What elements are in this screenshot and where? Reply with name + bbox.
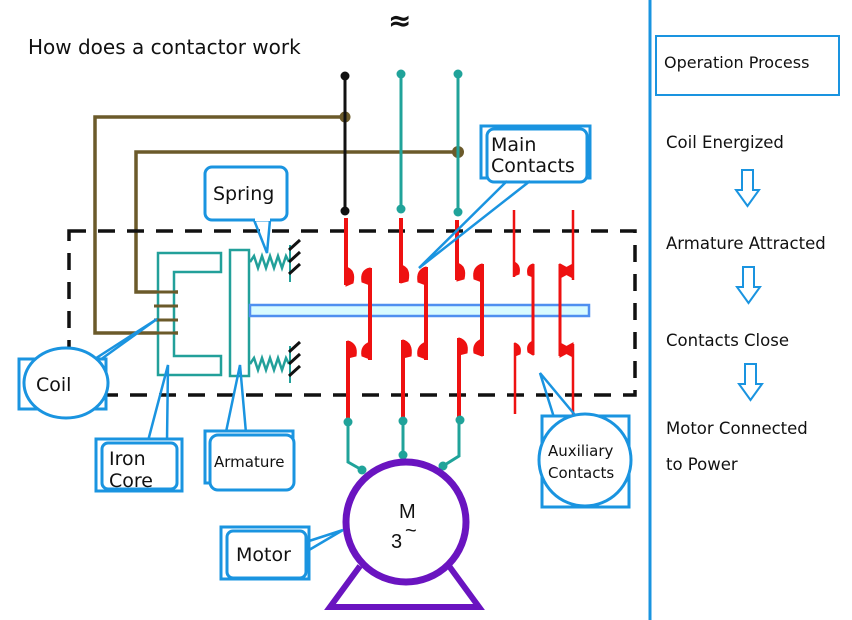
callout-auxiliary bbox=[537, 372, 633, 509]
motor: M 3 ~ bbox=[324, 458, 485, 610]
motor-phase-number: 3 bbox=[391, 531, 402, 553]
callout-coil bbox=[17, 317, 158, 420]
process-title: Operation Process bbox=[664, 53, 809, 72]
auxiliary-contacts bbox=[512, 210, 575, 416]
label-spring: Spring bbox=[213, 183, 274, 205]
motor-phase-symbol: ~ bbox=[405, 520, 417, 542]
callout-iron-core bbox=[94, 364, 184, 493]
armature bbox=[228, 248, 251, 378]
process-title-box bbox=[655, 35, 840, 96]
label-iron-core-line1: Iron bbox=[109, 448, 146, 470]
label-auxiliary-line2: Contacts bbox=[548, 464, 614, 482]
process-step-1: Coil Energized bbox=[666, 133, 784, 152]
callout-armature bbox=[203, 364, 296, 492]
label-coil: Coil bbox=[36, 374, 71, 396]
push-rod bbox=[248, 303, 591, 318]
down-arrow-icon bbox=[735, 266, 762, 305]
down-arrow-icon bbox=[737, 363, 764, 402]
process-step-4-line2: to Power bbox=[666, 455, 738, 474]
main-contacts bbox=[344, 218, 484, 420]
contactor-enclosure bbox=[67, 229, 637, 397]
spring-anchors bbox=[287, 238, 302, 383]
process-step-4-line1: Motor Connected bbox=[666, 419, 808, 438]
callout-main-contacts bbox=[418, 124, 592, 269]
motor-lead-terminals bbox=[343, 415, 465, 475]
label-auxiliary-line1: Auxiliary bbox=[548, 442, 614, 460]
process-step-2: Armature Attracted bbox=[666, 234, 826, 253]
down-arrow-icon bbox=[734, 169, 761, 208]
callout-motor bbox=[219, 525, 344, 581]
diagram-title: How does a contactor work bbox=[28, 35, 301, 59]
control-wire-outer bbox=[93, 115, 345, 335]
label-main-contacts-line1: Main bbox=[491, 134, 536, 156]
label-main-contacts-line2: Contacts bbox=[491, 155, 575, 177]
supply-wires bbox=[340, 69, 463, 217]
label-iron-core-line2: Core bbox=[109, 470, 153, 492]
label-motor: Motor bbox=[236, 544, 291, 566]
control-wires bbox=[93, 115, 458, 335]
motor-base bbox=[324, 564, 485, 610]
process-step-3: Contacts Close bbox=[666, 331, 789, 350]
springs bbox=[248, 252, 291, 374]
coil-windings bbox=[150, 290, 178, 335]
iron-core bbox=[156, 251, 223, 377]
motor-body bbox=[342, 458, 470, 586]
motor-symbol: M bbox=[399, 501, 416, 523]
label-armature: Armature bbox=[214, 453, 284, 471]
ac-supply-icon: ≈ bbox=[388, 4, 411, 37]
callout-spring bbox=[203, 165, 289, 254]
motor-leads bbox=[346, 420, 461, 472]
